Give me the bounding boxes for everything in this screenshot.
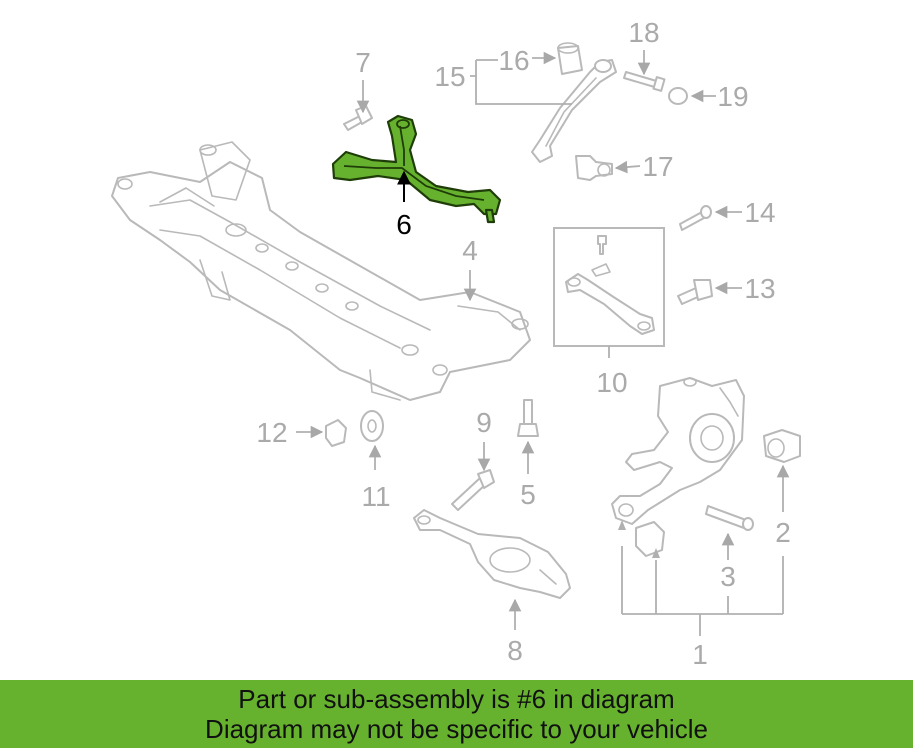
callout-5: 5 xyxy=(520,479,536,510)
callout-16: 16 xyxy=(498,45,529,76)
bolt-13[interactable] xyxy=(677,279,713,305)
callout-13: 13 xyxy=(744,273,775,304)
callout-17: 17 xyxy=(642,151,673,182)
callout-6: 6 xyxy=(396,209,412,240)
bushing-2[interactable] xyxy=(763,429,801,463)
callout-15: 15 xyxy=(434,61,465,92)
crossmember-subframe[interactable] xyxy=(111,141,531,401)
washer-11[interactable] xyxy=(360,410,384,442)
callout-8: 8 xyxy=(507,635,523,666)
nut-19[interactable] xyxy=(668,87,688,105)
banner-line-part: Part or sub-assembly is #6 in diagram xyxy=(238,684,675,714)
callout-3: 3 xyxy=(720,561,736,592)
callout-numbers: 7 6 15 16 18 19 17 14 13 4 10 12 11 9 5 … xyxy=(256,17,790,670)
bushing-lower[interactable] xyxy=(635,521,665,557)
callout-7: 7 xyxy=(355,47,371,78)
callout-2: 2 xyxy=(775,517,791,548)
callout-9: 9 xyxy=(476,407,492,438)
callout-10: 10 xyxy=(596,367,627,398)
lateral-link-assembly[interactable] xyxy=(531,59,617,163)
lower-control-arm-8[interactable] xyxy=(413,509,571,599)
bolt-9[interactable] xyxy=(451,469,495,511)
bolt-3[interactable] xyxy=(705,505,754,531)
callout-19: 19 xyxy=(717,81,748,112)
nut-12[interactable] xyxy=(325,419,347,447)
bolt-7[interactable] xyxy=(343,105,373,131)
callout-14: 14 xyxy=(744,197,775,228)
callout-11: 11 xyxy=(361,481,390,512)
callout-12: 12 xyxy=(256,417,287,448)
callout-4: 4 xyxy=(462,235,478,266)
info-banner: Part or sub-assembly is #6 in diagram Di… xyxy=(0,680,913,748)
callout-18: 18 xyxy=(628,17,659,48)
knuckle-1[interactable] xyxy=(611,377,745,525)
bolt-18[interactable] xyxy=(623,71,666,92)
callout-1: 1 xyxy=(692,639,708,670)
bushing-16[interactable] xyxy=(557,42,583,75)
leader-lines xyxy=(296,50,790,636)
bolt-14[interactable] xyxy=(679,205,712,231)
bolt-5[interactable] xyxy=(517,399,539,437)
parts-diagram: 7 6 15 16 18 19 17 14 13 4 10 12 11 9 5 … xyxy=(111,17,801,670)
link-kit-group-10[interactable] xyxy=(553,227,665,358)
upper-control-arm-highlighted[interactable] xyxy=(331,114,502,224)
banner-line-disclaimer: Diagram may not be specific to your vehi… xyxy=(205,714,708,744)
bolt-17[interactable] xyxy=(575,155,613,181)
